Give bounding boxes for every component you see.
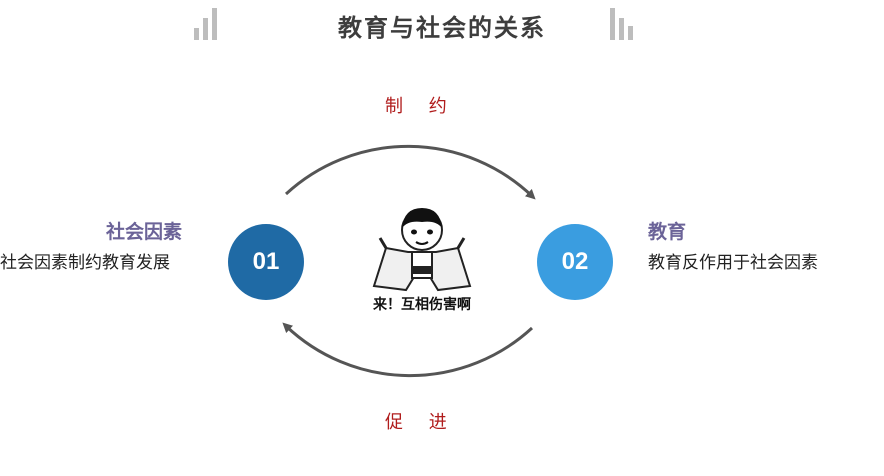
left-description: 社会因素制约教育发展 <box>0 253 170 273</box>
top-relation-label: 制 约 <box>385 96 457 117</box>
left-bar-chart-icon <box>192 6 224 40</box>
right-bar-chart-icon <box>610 6 642 40</box>
node-circle-01: 01 <box>228 224 304 300</box>
top-arrow <box>284 144 536 200</box>
right-heading: 教育 <box>648 221 687 243</box>
meme-character-icon <box>372 208 472 292</box>
page-title: 教育与社会的关系 <box>338 14 546 42</box>
node-circle-02: 02 <box>537 224 613 300</box>
bottom-arrow <box>282 322 534 378</box>
bottom-relation-label: 促 进 <box>385 412 457 433</box>
left-heading: 社会因素 <box>106 221 183 243</box>
meme-caption: 来！互相伤害啊 <box>373 297 471 313</box>
right-description: 教育反作用于社会因素 <box>648 253 818 273</box>
